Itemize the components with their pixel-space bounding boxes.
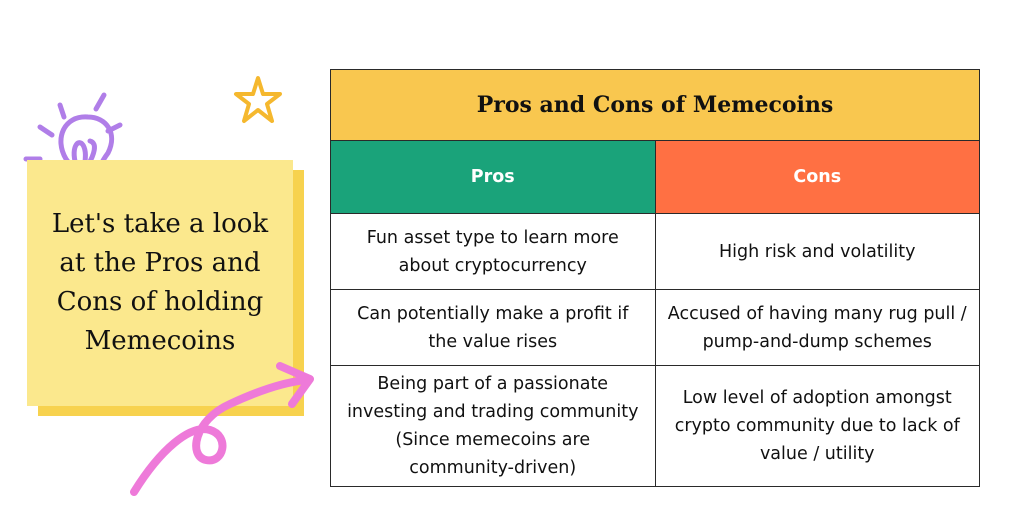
table-row: Being part of a passionate investing and… (330, 365, 980, 487)
curly-arrow-icon (130, 362, 314, 496)
sticky-note: Let's take a look at the Pros and Cons o… (27, 160, 293, 406)
con-cell: High risk and volatility (654, 213, 980, 290)
con-cell: Accused of having many rug pull / pump-a… (654, 289, 980, 366)
pros-cons-table: Pros and Cons of Memecoins Pros Cons Fun… (330, 69, 980, 487)
cons-header: Cons (654, 140, 980, 214)
pros-header: Pros (330, 140, 656, 214)
con-cell: Low level of adoption amongst crypto com… (654, 365, 980, 487)
table-row: Can potentially make a profit if the val… (330, 289, 980, 366)
pro-cell: Can potentially make a profit if the val… (330, 289, 656, 366)
pro-cell: Being part of a passionate investing and… (330, 365, 656, 487)
star-icon (234, 76, 282, 123)
pro-cell: Fun asset type to learn more about crypt… (330, 213, 656, 290)
note-text: Let's take a look at the Pros and Cons o… (51, 209, 269, 356)
table-row: Fun asset type to learn more about crypt… (330, 213, 980, 290)
table-title: Pros and Cons of Memecoins (330, 69, 980, 141)
